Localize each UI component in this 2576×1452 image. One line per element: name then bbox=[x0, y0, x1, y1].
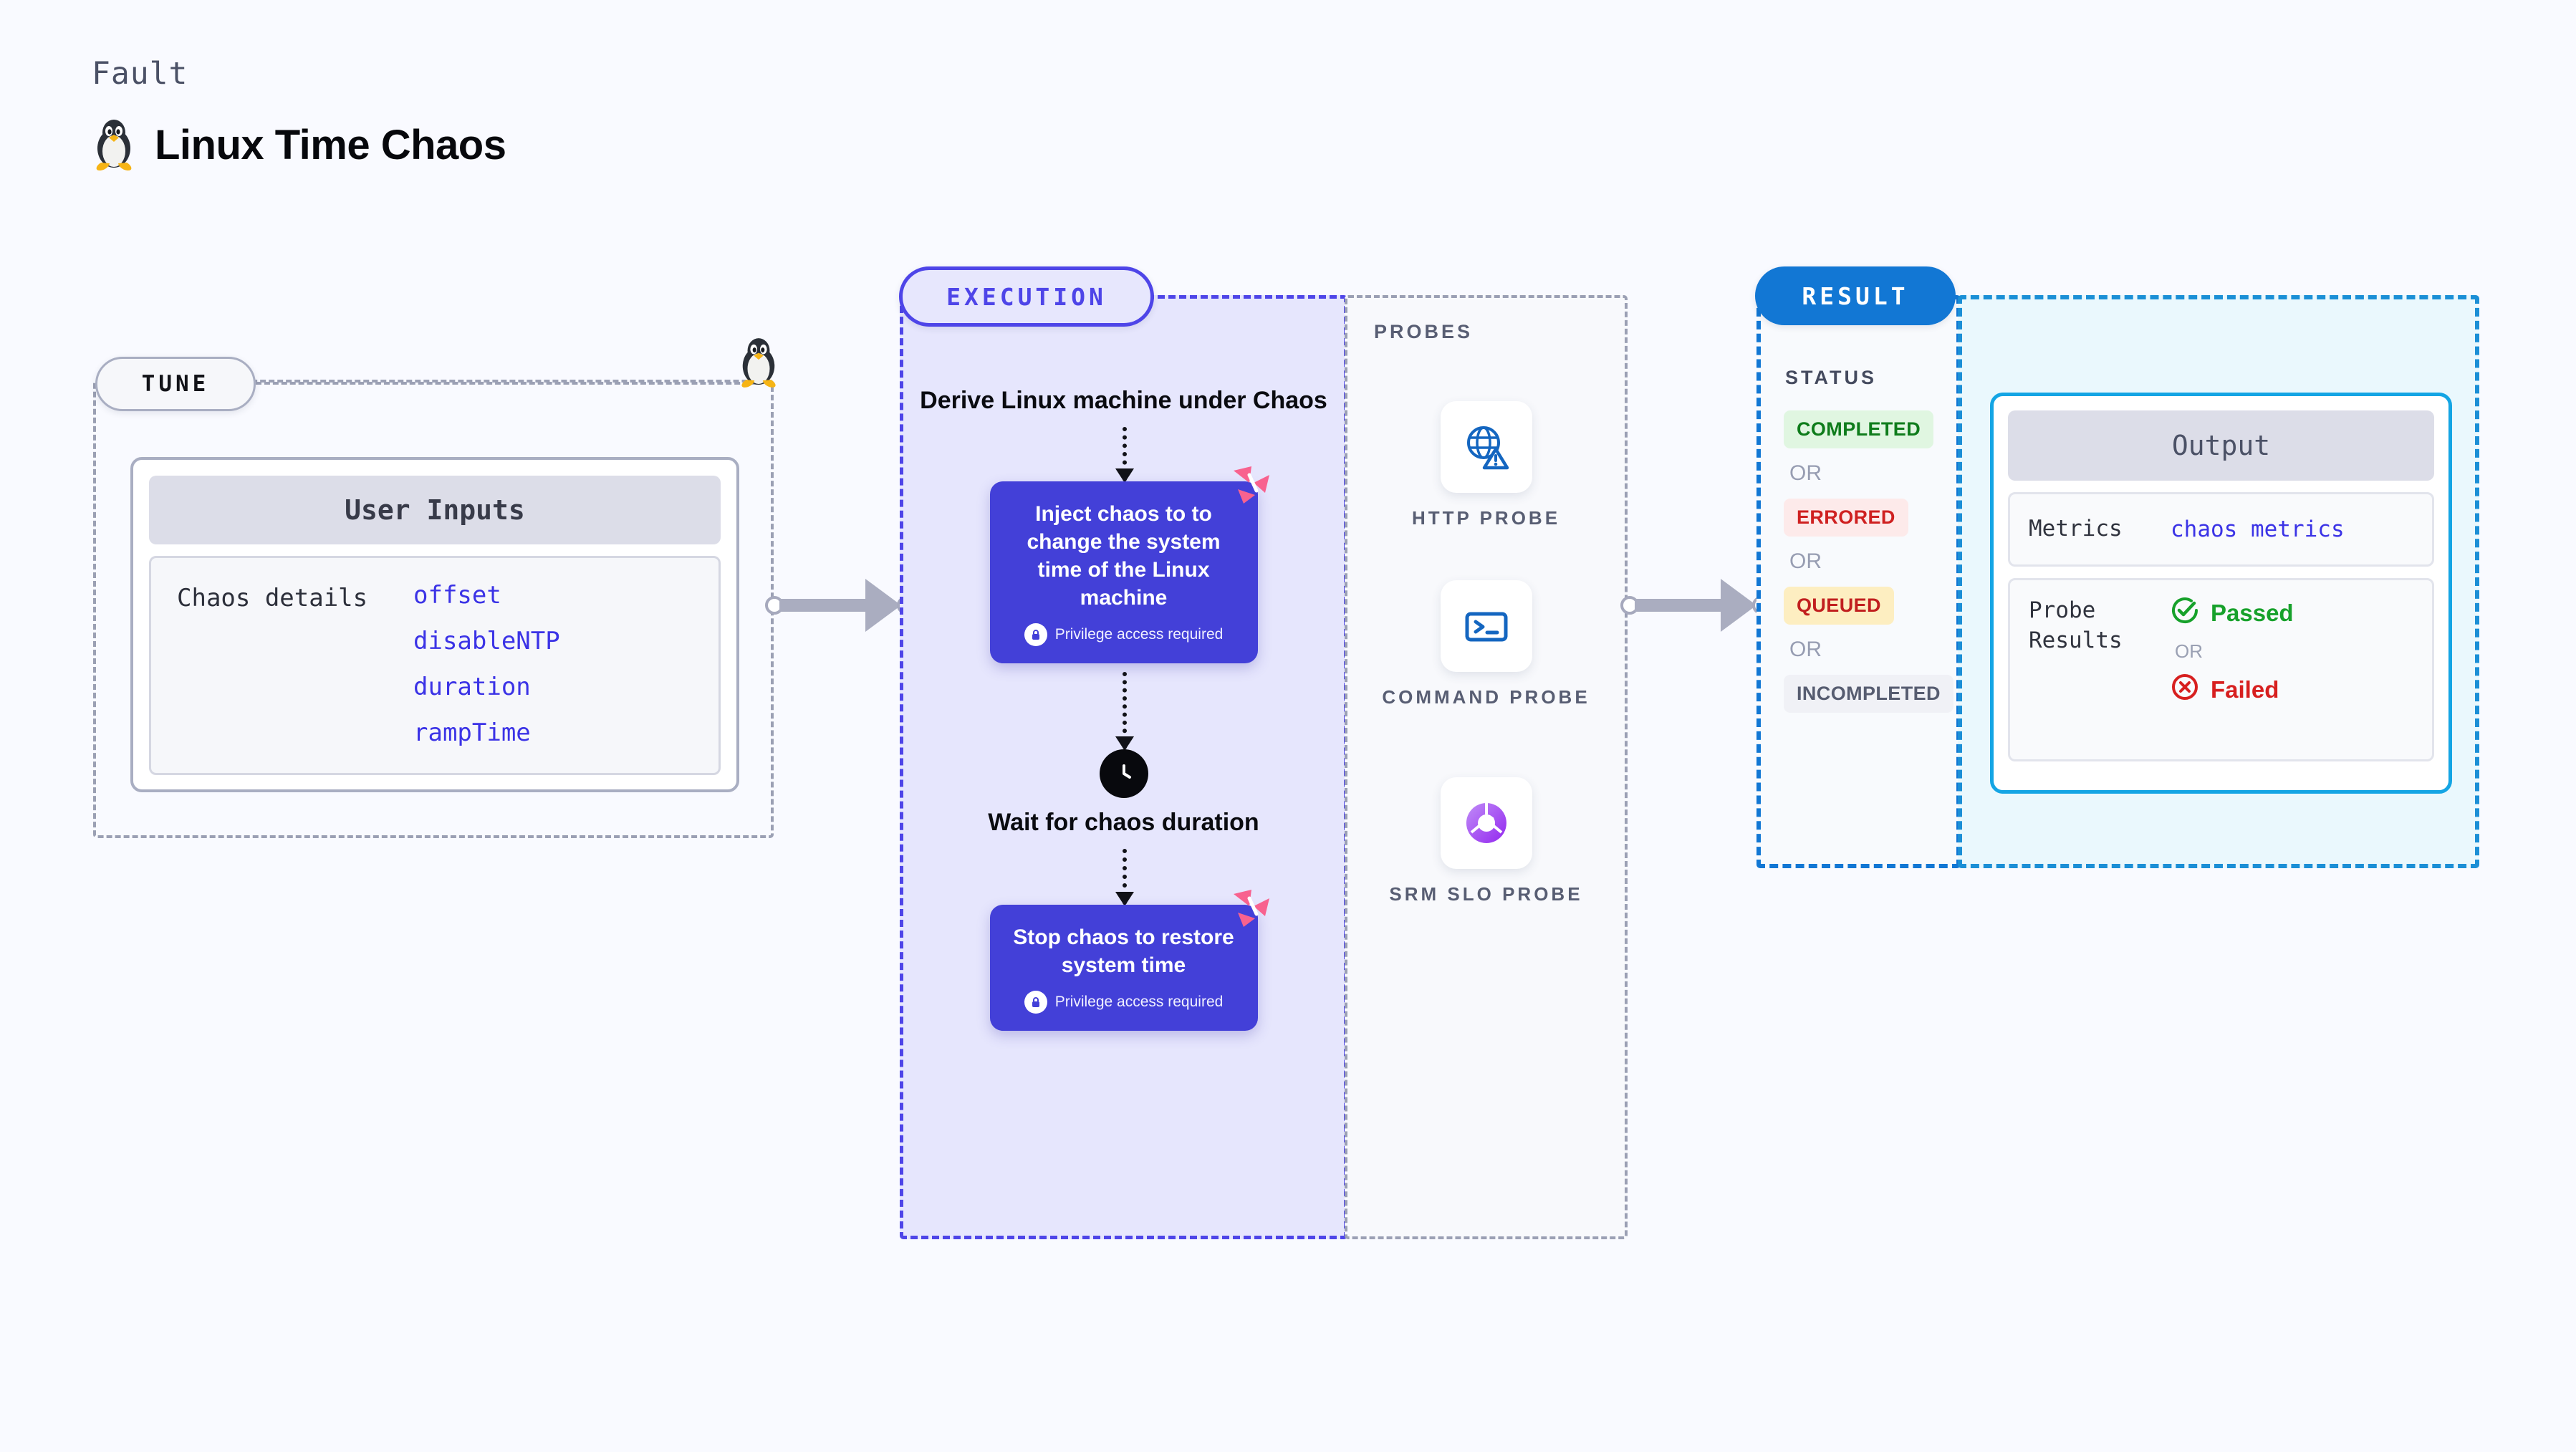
probes-label: PROBES bbox=[1374, 321, 1474, 342]
probe-command-label: COMMAND PROBE bbox=[1382, 686, 1590, 708]
x-circle-icon bbox=[2171, 673, 2199, 707]
tune-lead-line bbox=[256, 382, 757, 385]
probe-result-or: OR bbox=[2175, 640, 2203, 662]
connector-bar bbox=[1635, 599, 1735, 612]
probe-http-label: HTTP PROBE bbox=[1411, 507, 1561, 529]
probe-result-passed: Passed bbox=[2171, 596, 2294, 630]
status-badge-incompleted: INCOMPLETED bbox=[1784, 675, 1953, 713]
execution-container bbox=[900, 295, 1347, 1239]
status-list: COMPLETED OR ERRORED OR QUEUED OR INCOMP… bbox=[1784, 410, 1953, 713]
probe-srm-slo[interactable]: SRM SLO PROBE bbox=[1345, 777, 1628, 907]
page-title-row: Linux Time Chaos bbox=[92, 118, 506, 171]
chaos-details-row: Chaos details offset disableNTP duration… bbox=[149, 556, 721, 775]
status-label: STATUS bbox=[1785, 367, 1877, 388]
status-or-2: OR bbox=[1789, 549, 1822, 573]
probe-result-failed: Failed bbox=[2171, 673, 2294, 707]
probe-srm-slo-label: SRM SLO PROBE bbox=[1389, 883, 1583, 905]
check-circle-icon bbox=[2171, 596, 2199, 630]
slo-donut-check-icon bbox=[1440, 777, 1532, 869]
user-inputs-header: User Inputs bbox=[149, 476, 721, 544]
output-header: Output bbox=[2008, 410, 2434, 481]
user-inputs-card: User Inputs Chaos details offset disable… bbox=[130, 457, 739, 792]
tux-penguin-corner-icon bbox=[737, 337, 780, 392]
connector-arrow-head bbox=[1721, 579, 1756, 632]
param-duration[interactable]: duration bbox=[413, 673, 531, 701]
probe-result-failed-label: Failed bbox=[2211, 676, 2279, 703]
output-probe-results-row: Probe Results Passed OR bbox=[2008, 578, 2434, 761]
page-kicker: Fault bbox=[92, 56, 188, 92]
connector-execution-to-result bbox=[1620, 573, 1771, 638]
output-probe-results-key: Probe Results bbox=[2029, 597, 2123, 653]
tune-badge[interactable]: TUNE bbox=[95, 357, 256, 411]
output-probe-results-values: Passed OR Failed bbox=[2171, 596, 2294, 744]
status-badge-queued: QUEUED bbox=[1784, 587, 1894, 625]
output-metrics-row: Metrics chaos metrics bbox=[2008, 492, 2434, 567]
probe-command[interactable]: COMMAND PROBE bbox=[1345, 580, 1628, 710]
connector-bar bbox=[779, 599, 880, 612]
execution-badge[interactable]: EXECUTION bbox=[899, 266, 1154, 327]
param-offset[interactable]: offset bbox=[413, 581, 501, 610]
page-title: Linux Time Chaos bbox=[155, 121, 506, 168]
result-badge[interactable]: RESULT bbox=[1755, 266, 1956, 325]
output-metrics-key: Metrics bbox=[2029, 516, 2123, 542]
tux-penguin-icon bbox=[92, 118, 136, 171]
output-card: Output Metrics chaos metrics Probe Resul… bbox=[1990, 393, 2452, 794]
connector-tune-to-execution bbox=[765, 573, 915, 638]
probe-http[interactable]: HTTP PROBE bbox=[1345, 401, 1628, 531]
chaos-details-params: offset disableNTP duration rampTime bbox=[413, 581, 560, 750]
status-badge-completed: COMPLETED bbox=[1784, 410, 1934, 448]
chaos-details-label: Chaos details bbox=[177, 584, 368, 612]
status-badge-errored: ERRORED bbox=[1784, 499, 1908, 537]
status-or-3: OR bbox=[1789, 638, 1822, 661]
globe-warning-icon bbox=[1440, 401, 1532, 493]
terminal-icon bbox=[1440, 580, 1532, 672]
param-ramptime[interactable]: rampTime bbox=[413, 718, 531, 747]
output-metrics-value[interactable]: chaos metrics bbox=[2171, 516, 2345, 542]
probe-result-passed-label: Passed bbox=[2211, 600, 2294, 626]
param-disablentp[interactable]: disableNTP bbox=[413, 627, 560, 655]
connector-arrow-head bbox=[865, 579, 901, 632]
result-container bbox=[1756, 295, 1961, 868]
status-or-1: OR bbox=[1789, 461, 1822, 485]
